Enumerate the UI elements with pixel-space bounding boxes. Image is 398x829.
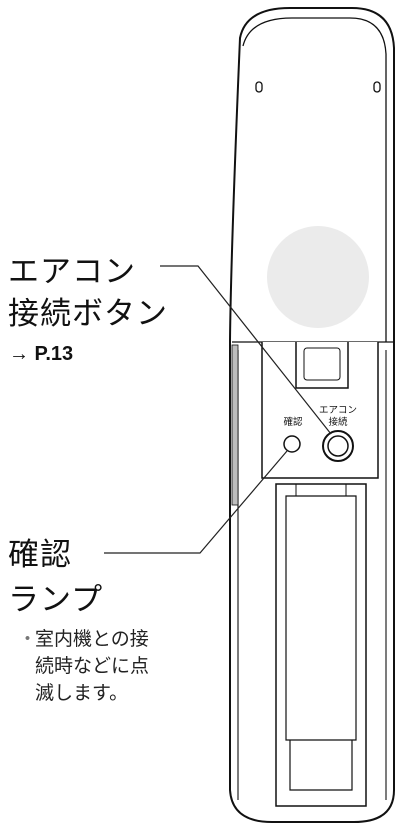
note-line: 滅します。 [35,682,129,704]
battery-inner [285,495,357,741]
battery-bottom-latch [289,740,353,791]
top-left-slot [255,81,263,93]
aircon-button-label-line1: エアコン [8,254,136,290]
confirm-lamp-label-line2: ランプ [8,582,104,618]
leader-line-confirm-lamp [104,450,288,554]
note-line: 室内機との接 [35,628,149,650]
confirm-lamp [283,435,301,453]
top-right-slot [373,81,381,93]
left-dark-band [231,344,239,506]
aircon-connect-button-inner [327,435,349,457]
confirm-lamp-label-line1: 確認 [8,537,72,573]
battery-tab-top [295,484,347,496]
sensor-circle [267,226,369,328]
panel-label-aircon-line1: エアコン [319,405,357,416]
panel-label-confirm: 確認 [283,416,303,428]
aircon-button-label-line2: 接続ボタン [8,296,168,332]
battery-compartment [275,483,367,807]
note-line: 続時などに点 [35,655,150,677]
panel-notch-inner [303,347,341,381]
remote-body-inner-contour [242,17,387,342]
panel-label-aircon-line2: 接続 [328,416,348,428]
leader-line-aircon-button [160,265,332,435]
confirm-lamp-note: ・ 室内機との接 続時などに点 滅します。 [18,626,149,707]
page-reference-link[interactable]: → P.13 [9,343,74,365]
panel-notch [295,342,349,389]
note-bullet: ・ [18,628,38,650]
